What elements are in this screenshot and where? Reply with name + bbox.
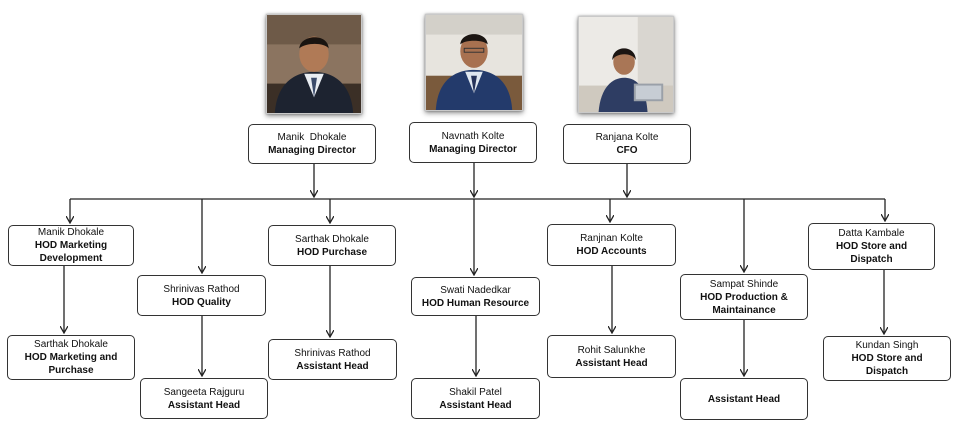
box-sub-quality-assistant: Sangeeta Rajguru Assistant Head	[140, 378, 268, 419]
person-role: Assistant Head	[575, 357, 648, 369]
photo-navnath-kolte	[425, 14, 523, 111]
person-name: Sampat Shinde	[709, 278, 779, 290]
person-role: Assistant Head	[296, 360, 369, 372]
person-name: Kundan Singh	[855, 340, 919, 351]
person-name: Ranjnan Kolte	[580, 233, 643, 244]
box-hod-purchase: Sarthak Dhokale HOD Purchase	[268, 225, 396, 266]
photo-ranjana-kolte	[578, 16, 674, 113]
person-role: HOD Quality	[172, 296, 231, 308]
person-role: HOD Production & Maintainance	[700, 291, 788, 316]
person-role: HOD Store and Dispatch	[851, 353, 923, 377]
person-role: CFO	[616, 145, 638, 156]
box-cfo: Ranjana Kolte CFO	[563, 124, 691, 164]
person-name: Datta Kambale	[838, 228, 905, 239]
person-name: Manik Dhokale	[37, 227, 105, 238]
person-name: Sarthak Dhokale	[295, 233, 369, 245]
person-role: Managing Director	[268, 145, 356, 156]
box-hod-accounts: Ranjnan Kolte HOD Accounts	[547, 224, 676, 266]
person-name: Shrinivas Rathod	[294, 347, 371, 359]
box-sub-purchase-assistant: Shrinivas Rathod Assistant Head	[268, 339, 397, 380]
person-name: Shakil Patel	[449, 386, 502, 398]
box-hod-human-resource: Swati Nadedkar HOD Human Resource	[411, 277, 540, 316]
person-name: Navnath Kolte	[441, 130, 505, 142]
person-role: HOD Accounts	[576, 246, 647, 257]
box-hod-production-maintainance: Sampat Shinde HOD Production & Maintaina…	[680, 274, 808, 320]
person-role: HOD Store and Dispatch	[835, 241, 908, 265]
person-role: HOD Human Resource	[421, 297, 530, 309]
person-name: Manik Dhokale	[277, 132, 347, 143]
box-hod-quality: Shrinivas Rathod HOD Quality	[137, 275, 266, 316]
person-name: Swati Nadedkar	[440, 284, 511, 296]
box-sub-marketing-purchase: Sarthak Dhokale HOD Marketing and Purcha…	[7, 335, 135, 380]
box-sub-store-dispatch: Kundan Singh HOD Store and Dispatch	[823, 336, 951, 381]
box-managing-director-2: Navnath Kolte Managing Director	[409, 122, 537, 163]
box-hod-marketing-development: Manik Dhokale HOD Marketing Development	[8, 225, 134, 266]
person-name: Ranjana Kolte	[595, 132, 659, 143]
person-role: Assistant Head	[167, 399, 241, 411]
person-role: HOD Purchase	[296, 246, 368, 258]
person-role: Managing Director	[429, 143, 517, 155]
person-name: Shrinivas Rathod	[163, 283, 240, 295]
box-sub-accounts-assistant: Rohit Salunkhe Assistant Head	[547, 335, 676, 378]
person-role: HOD Marketing and Purchase	[24, 352, 118, 376]
person-role: Assistant Head	[707, 393, 781, 405]
person-role: Assistant Head	[439, 399, 512, 411]
person-name: Rohit Salunkhe	[577, 344, 646, 356]
person-name: Sangeeta Rajguru	[163, 386, 245, 398]
photo-manik-dhokale	[266, 14, 362, 114]
box-managing-director-1: Manik Dhokale Managing Director	[248, 124, 376, 164]
box-sub-production-assistant: Assistant Head	[680, 378, 808, 420]
person-name: Sarthak Dhokale	[34, 339, 108, 350]
box-hod-store-dispatch: Datta Kambale HOD Store and Dispatch	[808, 223, 935, 270]
person-role: HOD Marketing Development	[34, 240, 108, 264]
box-sub-hr-assistant: Shakil Patel Assistant Head	[411, 378, 540, 419]
